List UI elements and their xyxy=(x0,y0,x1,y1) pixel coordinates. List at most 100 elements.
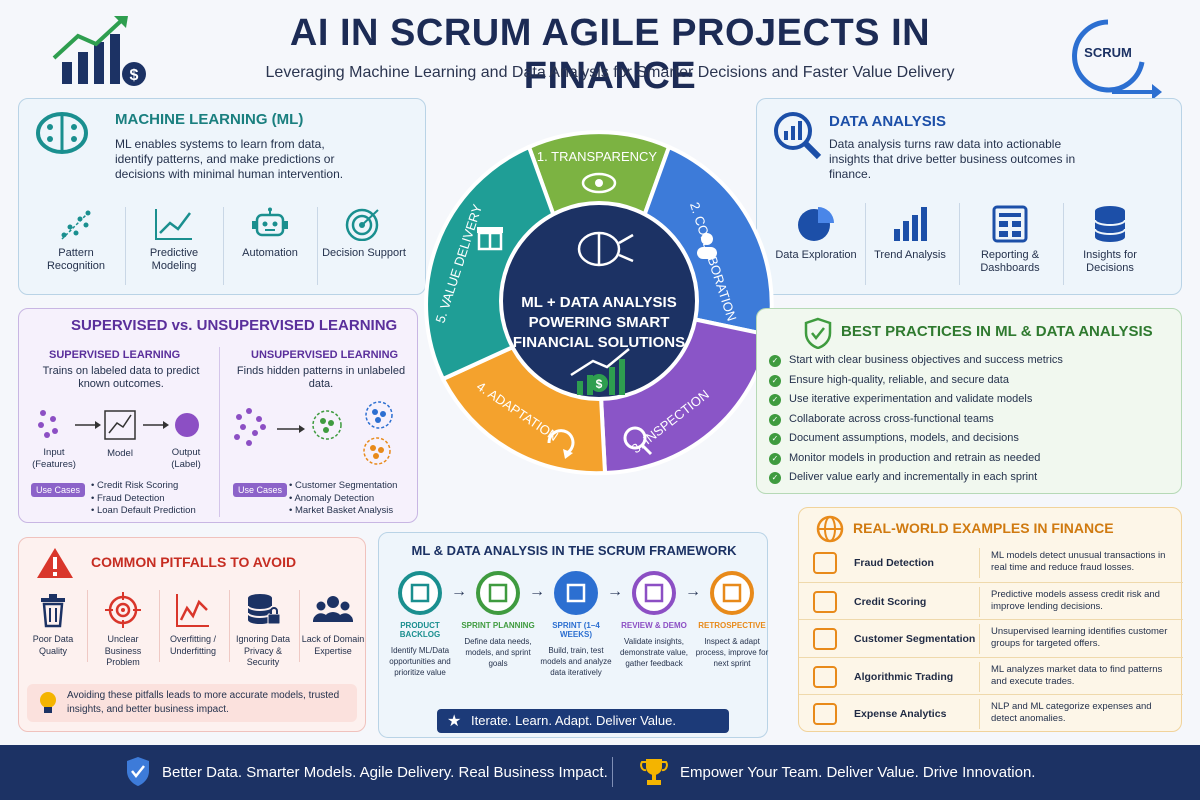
real-world-name: Algorithmic Trading xyxy=(854,670,954,683)
real-world-description: ML analyzes market data to find patterns… xyxy=(991,663,1163,687)
crosshair-icon xyxy=(105,592,141,628)
trophy-icon xyxy=(640,757,668,792)
team-icon xyxy=(313,596,353,622)
globe-icon xyxy=(815,514,845,549)
feature-decision-support: Decision Support xyxy=(319,207,409,260)
divider xyxy=(229,590,230,662)
feature-insights-decisions: Insights for Decisions xyxy=(1065,205,1155,275)
feature-label: Predictive Modeling xyxy=(149,247,199,272)
real-world-description: Unsupervised learning identifies custome… xyxy=(991,626,1168,649)
money-growth-icon: $ xyxy=(570,348,630,395)
lightbulb-icon xyxy=(37,690,59,721)
real-world-description: ML models detect unusual transactions in… xyxy=(991,550,1166,573)
unsupervised-use-cases: • Customer Segmentation • Anomaly Detect… xyxy=(289,480,397,518)
database-icon xyxy=(1094,206,1126,242)
scrum-step-name: PRODUCT BACKLOG xyxy=(399,621,441,639)
feature-predictive-modeling: Predictive Modeling xyxy=(129,207,219,273)
divider xyxy=(865,203,866,285)
divider xyxy=(979,586,980,617)
best-practice-item: Deliver value early and incrementally in… xyxy=(789,471,1038,483)
check-icon: ✓ xyxy=(769,472,781,484)
real-world-row: Algorithmic Trading ML analyzes market da… xyxy=(799,656,1183,695)
scrum-step-description: Build, train, test models and analyze da… xyxy=(540,646,612,677)
use-case-item: • Fraud Detection xyxy=(91,492,165,504)
target-icon xyxy=(345,208,379,241)
star-icon: ★ xyxy=(447,713,462,730)
pitfalls-panel: COMMON PITFALLS TO AVOID Poor Data Quali… xyxy=(18,537,366,732)
scrum-step-name: RETROSPECTIVE xyxy=(698,621,766,630)
feature-label: Insights for Decisions xyxy=(1083,249,1137,274)
pitfall-poor-data-quality: Poor Data Quality xyxy=(19,592,87,657)
refresh-icon xyxy=(547,429,575,459)
warning-icon xyxy=(35,546,75,585)
divider xyxy=(159,590,160,662)
eye-icon xyxy=(581,172,617,194)
supervised-title: SUPERVISED LEARNING xyxy=(49,349,181,361)
check-icon: ✓ xyxy=(769,394,781,406)
divider xyxy=(1063,203,1064,285)
ml-title: MACHINE LEARNING (ML) xyxy=(115,111,304,128)
divider xyxy=(299,590,300,662)
scrum-step-description: Validate insights, demonstrate value, ga… xyxy=(619,637,689,668)
divider xyxy=(979,699,980,729)
supervised-model-label: Model xyxy=(107,448,133,459)
best-practice-item: Monitor models in production and retrain… xyxy=(789,451,1041,464)
divider xyxy=(87,590,88,662)
divider xyxy=(979,548,980,578)
scrum-step: RETROSPECTIVE Inspect & adapt process, im… xyxy=(693,569,771,669)
use-cases-badge: Use Cases xyxy=(31,483,86,497)
scrum-logo xyxy=(1052,14,1164,105)
cycle-center-text: ML + DATA ANALYSIS POWERING SMART FINANC… xyxy=(512,294,686,351)
supervised-input-label: Input (Features) xyxy=(32,447,76,470)
svg-text:$: $ xyxy=(130,67,139,84)
search-icon xyxy=(623,426,653,456)
best-practices-panel: BEST PRACTICES IN ML & DATA ANALYSIS ✓St… xyxy=(756,308,1182,494)
use-case-item: • Customer Segmentation xyxy=(289,480,398,491)
best-practice-item: Collaborate across cross-functional team… xyxy=(789,412,994,425)
real-world-title: REAL-WORLD EXAMPLES IN FINANCE xyxy=(853,520,1114,536)
check-icon: ✓ xyxy=(769,413,781,426)
center-brain-icon xyxy=(577,231,634,267)
pitfalls-title: COMMON PITFALLS TO AVOID xyxy=(91,554,297,570)
scrum-banner-text: Iterate. Learn. Adapt. Deliver Value. xyxy=(471,713,676,728)
scrum-step-description: Inspect & adapt process, improve for nex… xyxy=(695,637,769,668)
bar-chart-icon xyxy=(813,590,837,613)
checklist-icon xyxy=(476,571,520,615)
feature-automation: Automation xyxy=(225,207,315,260)
scrum-cycle-diagram: 1. TRANSPARENCY 2. COLLABORATION 3. INSP… xyxy=(421,113,777,489)
supervised-use-cases: • Credit Risk Scoring • Fraud Detection … xyxy=(91,480,196,518)
credit-card-icon xyxy=(813,552,837,574)
pitfall-label: Overfitting / Underfitting xyxy=(169,634,217,656)
scrum-step-description: Define data needs, models, and sprint go… xyxy=(464,637,532,668)
pitfall-label: Poor Data Quality xyxy=(32,634,74,656)
check-icon: ✓ xyxy=(769,374,781,387)
use-case-item: • Credit Risk Scoring xyxy=(91,480,179,491)
best-practice-item: Ensure high-quality, reliable, and secur… xyxy=(789,373,1009,386)
page-title: AI IN SCRUM AGILE PROJECTS IN FINANCE xyxy=(289,12,931,97)
supervised-description: Trains on labeled data to predict known … xyxy=(42,365,200,390)
header-growth-icon: $ xyxy=(48,14,158,95)
supervised-output-label: Output (Label) xyxy=(171,447,201,470)
pitfall-domain-expertise: Lack of Domain Expertise xyxy=(299,592,367,657)
database-lock-icon xyxy=(247,594,281,625)
real-world-description: NLP and ML categorize expenses and detec… xyxy=(991,701,1152,724)
best-practice-item: Start with clear business objectives and… xyxy=(789,354,1063,366)
feature-label: Reporting & Dashboards xyxy=(980,249,1040,274)
unsupervised-title: UNSUPERVISED LEARNING xyxy=(251,349,399,361)
divider xyxy=(979,624,980,654)
pitfall-label: Unclear Business Problem xyxy=(104,634,142,667)
svg-text:$: $ xyxy=(596,377,603,391)
ml-panel: MACHINE LEARNING (ML) ML enables systems… xyxy=(18,98,426,295)
trend-up-icon xyxy=(155,209,192,240)
scrum-framework-panel: ML & DATA ANALYSIS IN THE SCRUM FRAMEWOR… xyxy=(378,532,768,738)
data-analysis-panel: DATA ANALYSIS Data analysis turns raw da… xyxy=(756,98,1182,295)
dashboard-icon xyxy=(992,205,1028,243)
real-world-panel: REAL-WORLD EXAMPLES IN FINANCE Fraud Det… xyxy=(798,507,1183,732)
real-world-name: Expense Analytics xyxy=(854,708,947,720)
footer-right-text: Empower Your Team. Deliver Value. Drive … xyxy=(680,764,1036,781)
zigzag-chart-icon xyxy=(176,594,209,627)
divider xyxy=(125,207,126,285)
